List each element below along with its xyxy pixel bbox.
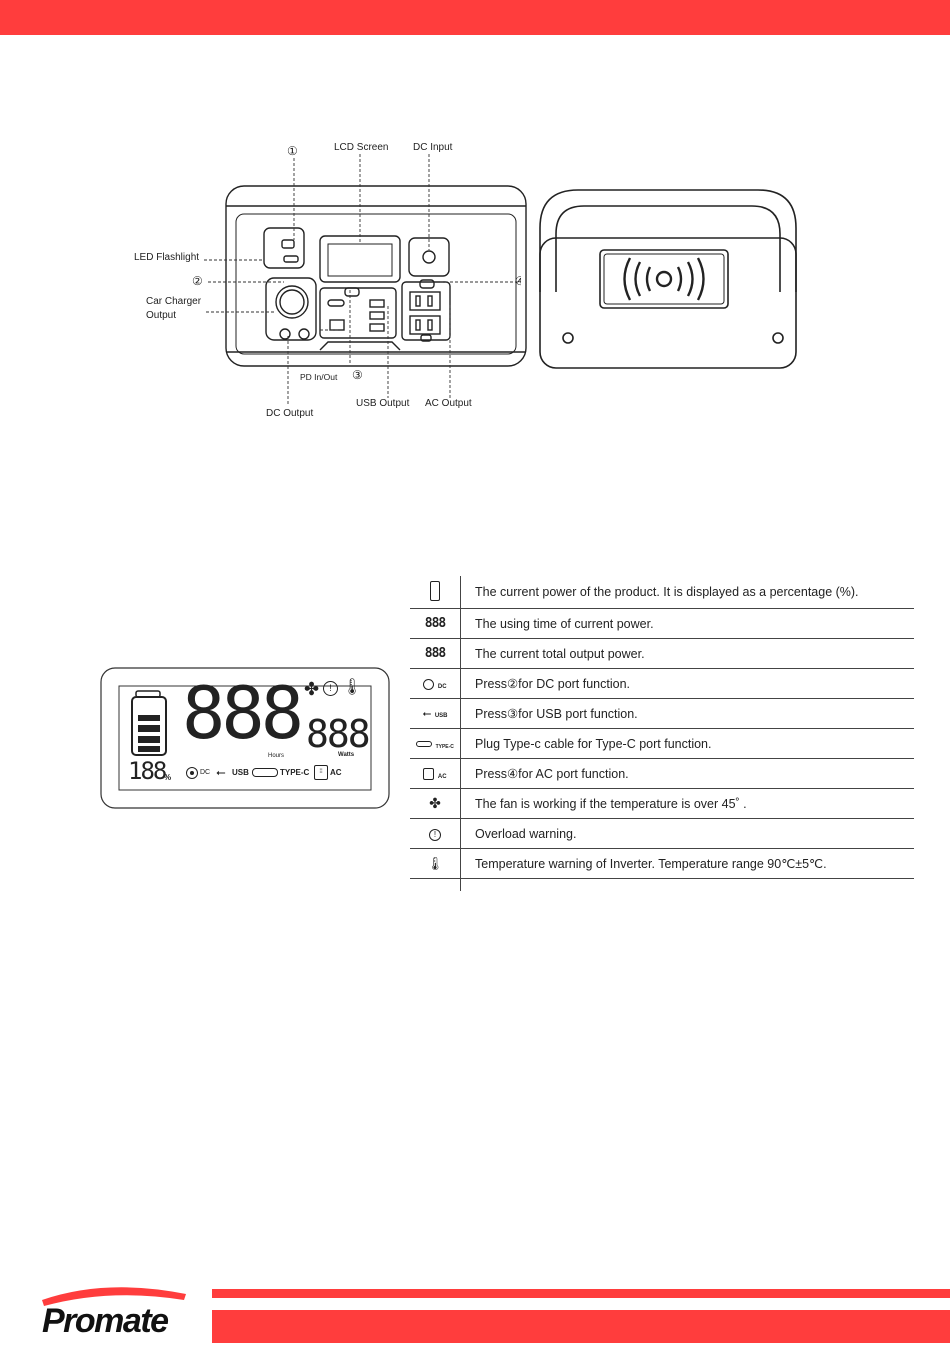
- battery-level-icon: [131, 690, 167, 756]
- footer-band: [212, 1310, 950, 1343]
- temperature-warning-icon: 🌡: [426, 855, 444, 871]
- front-view-diagram: ① LCD Screen DC Input LED Flashlight ② C…: [120, 130, 540, 430]
- overload-warning-icon: !: [323, 681, 338, 696]
- battery-level-icon: [430, 580, 440, 601]
- legend-row: ✤ The fan is working if the temperature …: [410, 788, 914, 819]
- callout-3: ③: [352, 368, 363, 382]
- usb-label: USB: [434, 713, 448, 719]
- fan-icon: ✤: [304, 679, 320, 699]
- legend-text: The fan is working if the temperature is…: [460, 788, 914, 819]
- wireless-charging-icon: [623, 257, 705, 301]
- lcd-hours-digits: 888: [182, 671, 304, 755]
- dc-port-icon: [186, 767, 198, 779]
- lcd-percent-sign: %: [164, 773, 172, 782]
- usb-icon: ⭠: [422, 708, 432, 720]
- callout-usb-output: USB Output: [356, 398, 410, 409]
- dc-port-icon: [423, 678, 435, 690]
- callout-dc-output: DC Output: [266, 408, 314, 419]
- type-c-label: TYPE-C: [435, 743, 454, 750]
- lcd-screen-illustration: 888 Hours ✤ ! 🌡 888 Watts 188 % DC ⭠ USB…: [100, 667, 390, 809]
- legend-row: 🌡 Temperature warning of Inverter. Tempe…: [410, 848, 914, 879]
- lcd-watts-label: Watts: [338, 752, 355, 758]
- top-banner: [0, 0, 950, 35]
- lcd-dc-label: DC: [200, 769, 211, 776]
- type-c-icon: [416, 741, 433, 748]
- legend-row: The current power of the product. It is …: [410, 576, 914, 609]
- dc-label: DC: [437, 683, 447, 690]
- back-view-diagram: [528, 182, 808, 372]
- legend-row: TYPE-C Plug Type-c cable for Type-C port…: [410, 728, 914, 759]
- type-c-icon: [252, 768, 278, 777]
- hours-digits-icon: 888: [424, 616, 447, 631]
- ac-label: AC: [437, 773, 447, 780]
- logo-swoosh-icon: [42, 1287, 186, 1306]
- callout-2: ②: [192, 274, 203, 288]
- front-panel-illustration: [204, 154, 527, 406]
- promate-logo-text: Promate: [42, 1302, 169, 1340]
- ac-outlet-icon: [423, 768, 435, 781]
- lcd-ac-label: AC: [330, 768, 342, 777]
- legend-text: Press③for USB port function.: [460, 698, 914, 729]
- legend-row: ⭠ USB Press③for USB port function.: [410, 698, 914, 729]
- fan-icon: ✤: [429, 795, 441, 811]
- legend-text: The using time of current power.: [460, 608, 914, 639]
- callout-led-flashlight: LED Flashlight: [134, 252, 200, 263]
- legend-row: DC Press②for DC port function.: [410, 668, 914, 699]
- legend-row: AC Press④for AC port function.: [410, 758, 914, 789]
- legend-text: Overload warning.: [460, 818, 914, 849]
- lcd-hours-label: Hours: [268, 753, 285, 759]
- promate-logo: [36, 1284, 196, 1340]
- callout-pd-in-out: PD In/Out: [300, 372, 338, 382]
- callout-lcd-screen: LCD Screen: [334, 142, 389, 153]
- overload-warning-icon: !: [429, 829, 441, 841]
- legend-text: Press④for AC port function.: [460, 758, 914, 789]
- callout-ac-output: AC Output: [425, 398, 472, 409]
- lcd-usb-label: USB: [232, 768, 249, 777]
- legend-tail-row: [410, 878, 914, 891]
- footer-stripe: [212, 1289, 950, 1298]
- legend-text: The current power of the product. It is …: [460, 576, 914, 609]
- legend-text: Plug Type-c cable for Type-C port functi…: [460, 728, 914, 759]
- legend-text: Press②for DC port function.: [460, 668, 914, 699]
- callout-dc-input: DC Input: [413, 142, 453, 153]
- usb-icon: ⭠: [216, 765, 226, 779]
- watts-digits-icon: 888: [424, 646, 447, 661]
- callout-1: ①: [287, 144, 298, 158]
- legend-row: 888 The current total output power.: [410, 638, 914, 669]
- lcd-legend-table: The current power of the product. It is …: [410, 576, 914, 891]
- legend-text: Temperature warning of Inverter. Tempera…: [460, 848, 914, 879]
- lcd-typec-label: TYPE-C: [280, 768, 310, 777]
- lcd-watts-digits: 888: [306, 712, 371, 756]
- callout-car-charger-output: Output: [146, 310, 177, 321]
- legend-row: ! Overload warning.: [410, 818, 914, 849]
- temperature-warning-icon: 🌡: [342, 679, 363, 696]
- legend-row: 888 The using time of current power.: [410, 608, 914, 639]
- ac-outlet-icon: ⁞⁞: [314, 765, 328, 780]
- wireless-charging-panel-illustration: [539, 189, 797, 369]
- callout-car-charger: Car Charger: [146, 296, 202, 307]
- legend-text: The current total output power.: [460, 638, 914, 669]
- lcd-percent-digits: 188: [128, 757, 167, 785]
- callout-4: ④: [515, 274, 521, 288]
